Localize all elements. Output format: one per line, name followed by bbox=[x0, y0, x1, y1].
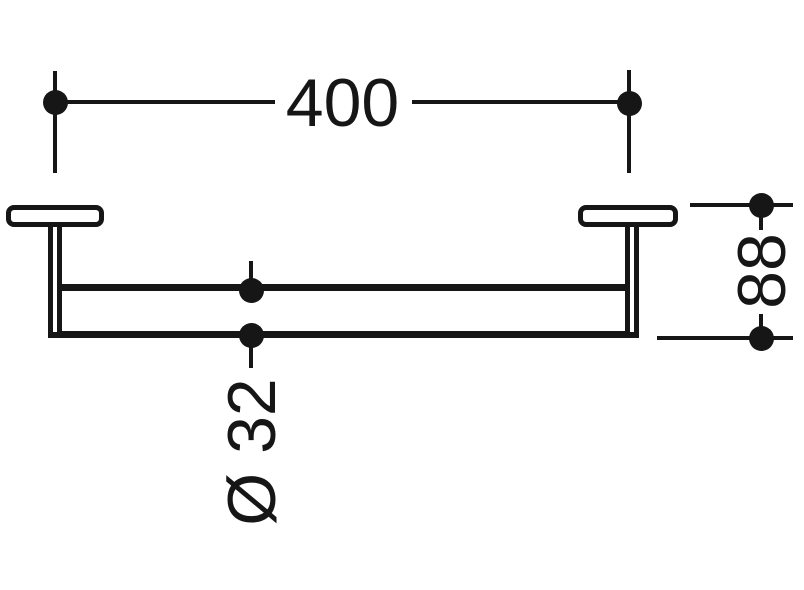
mounting-plate-right bbox=[578, 205, 678, 227]
height-dimension-label: 88 bbox=[724, 233, 800, 309]
diameter-dimension-point-top bbox=[239, 278, 264, 303]
height-extension-tick-top bbox=[759, 217, 763, 230]
diameter-extension-tick-bottom bbox=[249, 347, 253, 368]
height-dimension-point-top bbox=[749, 193, 774, 218]
width-dimension-point-right bbox=[617, 91, 642, 116]
height-extension-tick-bottom bbox=[759, 314, 763, 328]
diameter-dimension-label: Ø 32 bbox=[214, 378, 290, 526]
bar-top-edge bbox=[60, 284, 627, 291]
diameter-extension-tick-top bbox=[249, 261, 253, 279]
width-dimension-line-left-segment bbox=[55, 100, 275, 104]
mounting-post-left bbox=[48, 226, 62, 338]
bar-bottom-edge bbox=[48, 331, 639, 338]
width-dimension-label: 400 bbox=[285, 65, 400, 141]
mounting-plate-left bbox=[6, 205, 104, 227]
width-extension-line-right bbox=[627, 70, 631, 173]
height-dimension-line-bottom bbox=[657, 336, 793, 340]
width-dimension-point-left bbox=[43, 90, 68, 115]
width-extension-line-left bbox=[53, 71, 57, 173]
diameter-dimension-point-bottom bbox=[239, 323, 264, 348]
width-dimension-line-right-segment bbox=[412, 100, 631, 104]
height-dimension-line-top bbox=[690, 203, 793, 207]
mounting-post-right bbox=[625, 226, 639, 338]
